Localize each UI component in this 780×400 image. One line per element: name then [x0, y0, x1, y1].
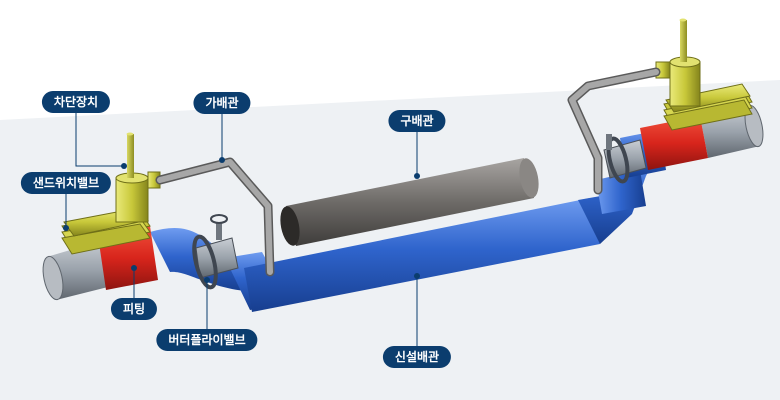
left-pipe-stub	[42, 240, 112, 301]
label-temp-pipe: 가배관	[193, 92, 251, 114]
shutoff-left	[115, 132, 161, 223]
old-pipe	[280, 158, 539, 246]
butterfly-valve-left	[192, 214, 239, 290]
temp-pipe	[155, 67, 661, 277]
label-new-pipe: 신설배관	[382, 346, 452, 368]
leader-dots	[63, 157, 420, 283]
fitting-right	[640, 116, 708, 170]
leader-lines	[65, 112, 418, 346]
label-sandwich-valve: 샌드위치밸브	[20, 172, 112, 194]
leader-shutoff	[75, 112, 124, 167]
butterfly-valve-right	[603, 134, 647, 184]
label-fitting: 피팅	[110, 298, 158, 320]
label-shutoff: 차단장치	[41, 91, 111, 113]
label-butterfly-valve: 버터플라이밸브	[156, 329, 258, 351]
shutoff-right	[655, 18, 701, 107]
label-old-pipe: 구배관	[388, 110, 446, 132]
